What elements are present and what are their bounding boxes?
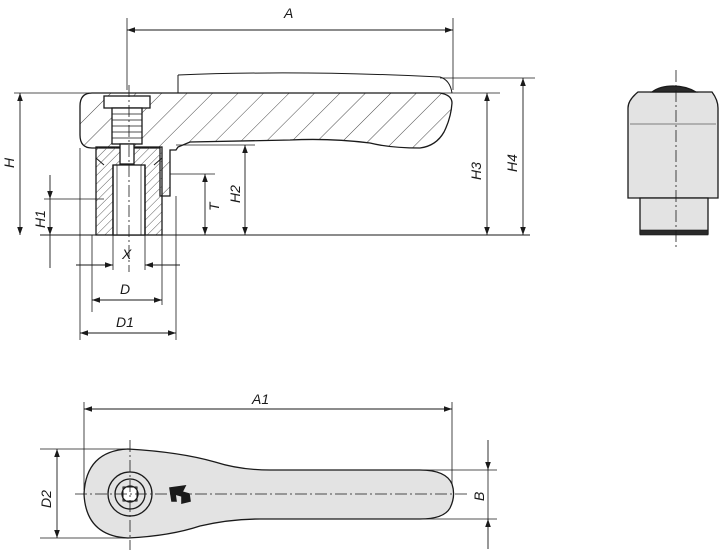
top-view xyxy=(83,448,455,539)
label-D2: D2 xyxy=(38,490,54,508)
label-T: T xyxy=(206,201,222,211)
front-view xyxy=(627,70,719,250)
label-D1: D1 xyxy=(116,314,134,330)
top-centerlines xyxy=(75,440,470,550)
lever-section xyxy=(79,92,453,197)
top-dimension-lines xyxy=(40,402,497,549)
label-H4: H4 xyxy=(504,154,520,172)
label-B: B xyxy=(471,492,487,501)
side-section-view xyxy=(40,72,530,236)
label-X: X xyxy=(121,246,132,262)
detent-pin xyxy=(103,95,151,109)
label-A1: A1 xyxy=(251,391,269,407)
extension-lines xyxy=(14,18,535,340)
front-knob-body xyxy=(627,91,719,199)
lever-top-profile xyxy=(177,72,453,94)
brand-logo-mark xyxy=(169,485,191,505)
label-H2: H2 xyxy=(227,185,243,203)
label-A: A xyxy=(283,5,293,21)
label-H3: H3 xyxy=(468,162,484,180)
label-H: H xyxy=(1,157,17,168)
dimension-lines xyxy=(17,27,526,336)
dimension-labels: A H H1 T H2 H3 H4 X D D1 A1 D2 B xyxy=(1,5,520,508)
front-knob-cap xyxy=(650,85,699,93)
label-D: D xyxy=(120,281,130,297)
label-H1: H1 xyxy=(32,210,48,228)
front-knob-stem xyxy=(639,197,709,235)
top-lever-outline xyxy=(83,448,455,539)
